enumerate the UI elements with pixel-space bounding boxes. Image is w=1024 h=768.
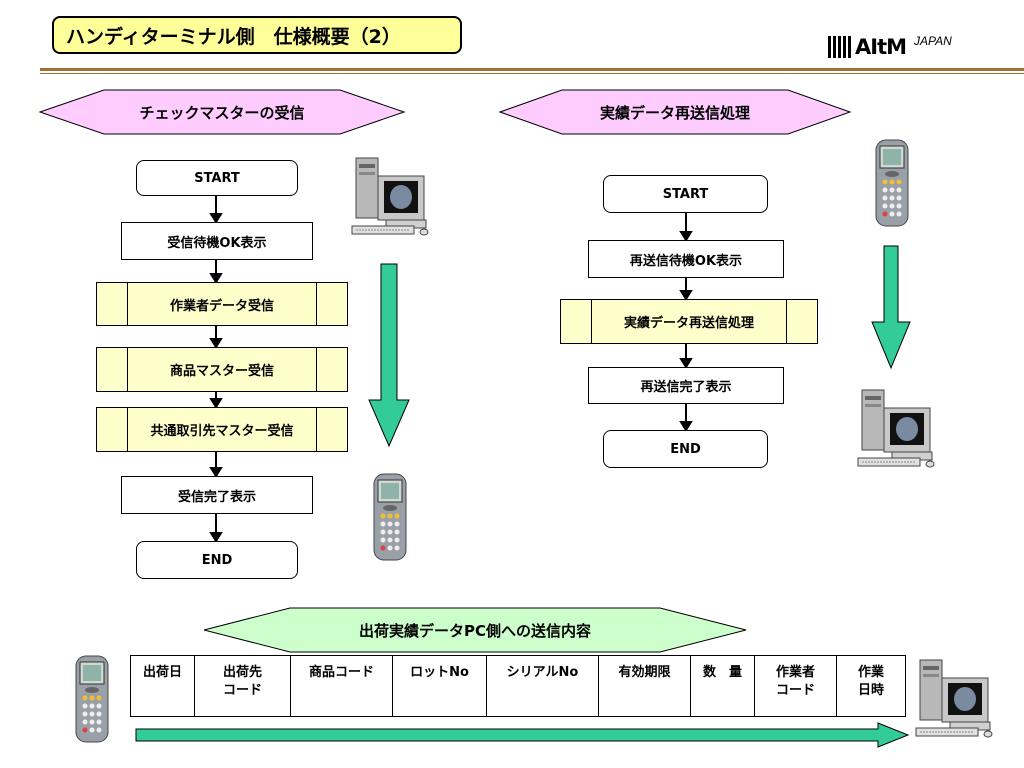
right-flow-step: 実績データ再送信処理 xyxy=(560,299,818,344)
company-logo: AItM JAPAN xyxy=(828,34,952,59)
table-header-cell: 出荷日 xyxy=(131,656,195,716)
left-down-arrow-icon xyxy=(368,263,410,448)
header-divider-thin xyxy=(40,73,1024,74)
desktop-pc-icon-right xyxy=(857,389,935,468)
logo-bars-icon xyxy=(828,36,853,58)
left-flow-step: 作業者データ受信 xyxy=(96,282,348,326)
left-heading-hexagon xyxy=(38,89,406,135)
table-header-cell: 有効期限 xyxy=(599,656,691,716)
bottom-right-arrow-icon xyxy=(135,722,910,748)
desktop-pc-icon-left xyxy=(351,157,429,236)
table-header-cell: ロットNo xyxy=(393,656,487,716)
right-down-arrow-icon xyxy=(871,245,911,370)
right-heading-hexagon xyxy=(498,89,852,135)
left-flow-step: 受信待機OK表示 xyxy=(121,222,313,260)
left-flow-step: 商品マスター受信 xyxy=(96,347,348,392)
table-header-cell: 作業日時 xyxy=(857,665,884,698)
table-header-cell: シリアルNo xyxy=(487,656,599,716)
left-flow-step: END xyxy=(136,541,298,579)
left-flow-connectors xyxy=(209,196,223,543)
left-flow-step: 受信完了表示 xyxy=(121,476,313,514)
table-header-cell: 出荷先コード xyxy=(195,656,291,716)
right-flow-step: START xyxy=(603,175,768,213)
right-flow-step: 再送信待機OK表示 xyxy=(588,240,784,278)
left-flow-step-label: 共通取引先マスター受信 xyxy=(150,424,294,439)
left-flow-step: START xyxy=(136,160,298,196)
right-flow-step-label: 実績データ再送信処理 xyxy=(623,316,754,331)
transmission-heading: 出荷実績データPC側への送信内容 xyxy=(358,621,591,640)
logo-brand: AItM xyxy=(855,35,907,59)
bottom-heading-hexagon xyxy=(203,607,747,653)
left-flow-step: 共通取引先マスター受信 xyxy=(96,407,348,452)
table-header-cell: 商品コード xyxy=(291,656,393,716)
left-flow-heading: チェックマスターの受信 xyxy=(139,103,305,122)
handy-terminal-icon-left xyxy=(373,473,407,561)
header-divider xyxy=(40,68,1024,71)
right-flow-step: END xyxy=(603,430,768,468)
handy-terminal-icon-bottom xyxy=(75,655,109,743)
table-header-cell: 作業者コード xyxy=(755,656,837,716)
left-flow-step-label: 商品マスター受信 xyxy=(169,364,274,379)
right-flow-connectors xyxy=(679,213,693,432)
transmission-table: 出荷日 出荷先コード 商品コード ロットNo シリアルNo 有効期限 数 量 作… xyxy=(130,655,906,717)
desktop-pc-icon-bottom xyxy=(915,659,993,738)
page-title-text: ハンディターミナル側 仕様概要（2） xyxy=(66,25,401,48)
table-header-cell: 数 量 xyxy=(691,656,755,716)
handy-terminal-icon-right xyxy=(875,139,909,227)
right-flow-step: 再送信完了表示 xyxy=(588,367,784,404)
right-flow-heading: 実績データ再送信処理 xyxy=(599,103,750,122)
left-flow-step-label: 作業者データ受信 xyxy=(169,298,274,314)
logo-region: JAPAN xyxy=(914,34,952,48)
page-title: ハンディターミナル側 仕様概要（2） xyxy=(52,16,462,54)
